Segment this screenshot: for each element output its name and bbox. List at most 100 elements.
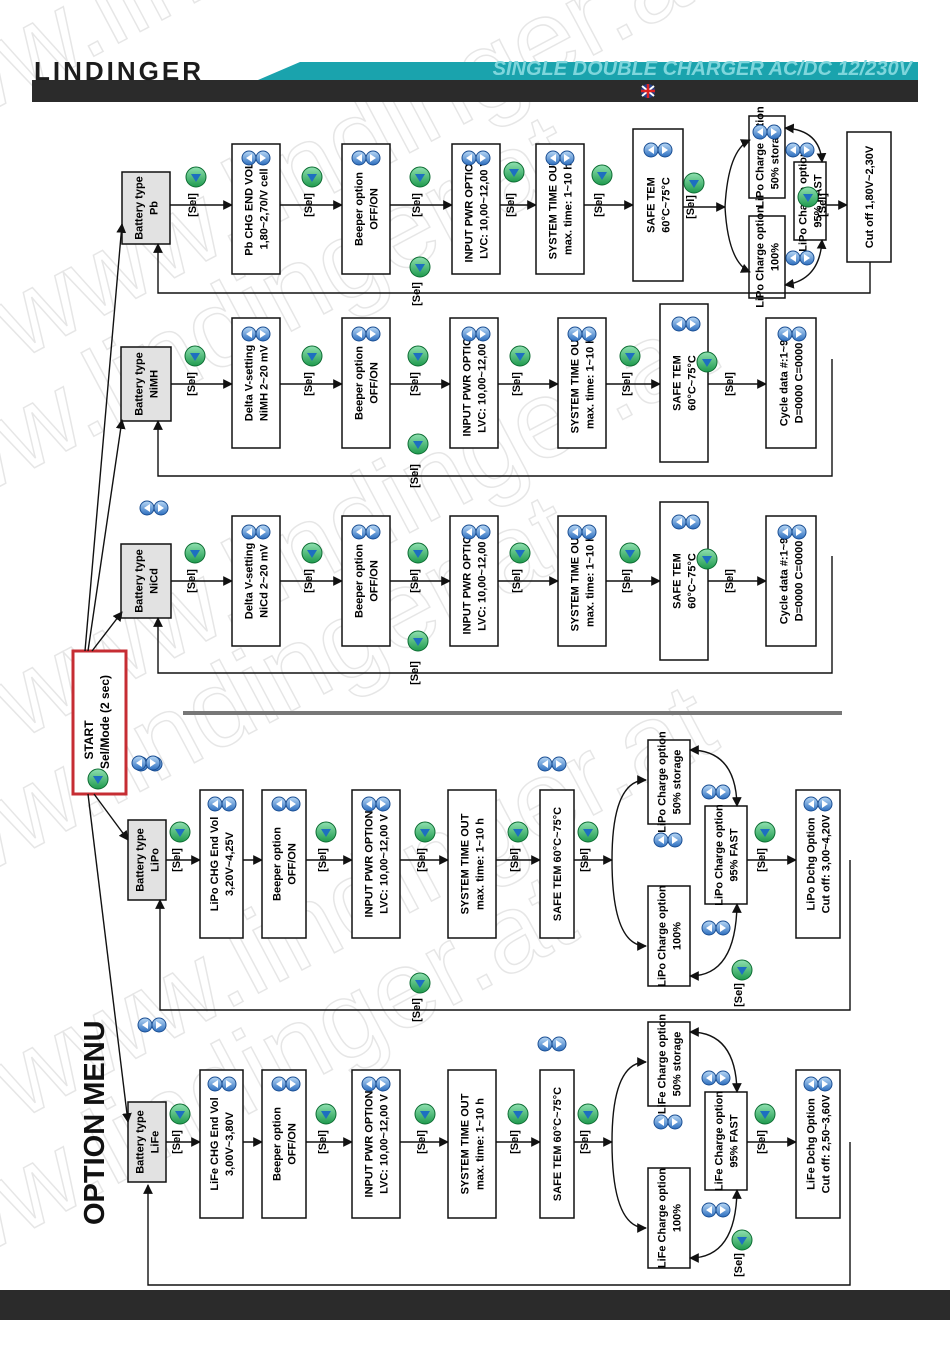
lr-buttons-icon[interactable] (545, 150, 575, 166)
lr-buttons-icon[interactable] (643, 142, 673, 158)
lr-buttons-icon[interactable] (361, 796, 391, 812)
box-pb-cut-off[interactable]: Cut off 1,80V~2,30V (846, 131, 892, 263)
down-button-icon[interactable] (509, 345, 531, 367)
down-button-icon[interactable] (185, 166, 207, 188)
lr-buttons-icon[interactable] (777, 326, 807, 342)
lr-buttons-icon[interactable] (671, 514, 701, 530)
down-button-icon[interactable] (409, 166, 431, 188)
lr-buttons-icon[interactable] (653, 832, 683, 848)
lr-buttons-icon[interactable] (567, 326, 597, 342)
lr-buttons-icon[interactable] (241, 150, 271, 166)
lr-buttons-icon[interactable] (777, 524, 807, 540)
down-button-icon[interactable] (315, 821, 337, 843)
down-button-icon[interactable] (797, 186, 819, 208)
lr-buttons-icon[interactable] (461, 524, 491, 540)
lr-buttons-icon[interactable] (567, 524, 597, 540)
down-button-icon[interactable] (619, 542, 641, 564)
lr-buttons-icon[interactable] (785, 250, 815, 266)
down-button-icon[interactable] (184, 542, 206, 564)
lr-buttons-icon[interactable] (537, 756, 567, 772)
down-button-icon[interactable] (503, 161, 525, 183)
lr-buttons-icon[interactable] (139, 500, 169, 516)
lr-buttons-icon[interactable] (351, 326, 381, 342)
down-button-icon[interactable] (301, 345, 323, 367)
down-button-icon[interactable] (409, 972, 431, 994)
down-button-icon[interactable] (87, 768, 109, 790)
down-button-icon[interactable] (407, 630, 429, 652)
lr-buttons-icon[interactable] (671, 316, 701, 332)
lr-buttons-icon[interactable] (701, 1202, 731, 1218)
down-button-icon[interactable] (591, 164, 613, 186)
lr-buttons-icon[interactable] (537, 1036, 567, 1052)
lr-buttons-icon[interactable] (207, 796, 237, 812)
lr-buttons-icon[interactable] (241, 524, 271, 540)
down-button-icon[interactable] (683, 172, 705, 194)
down-button-icon[interactable] (301, 166, 323, 188)
down-button-icon[interactable] (507, 1103, 529, 1125)
lr-buttons-icon[interactable] (653, 1114, 683, 1130)
lr-buttons-icon[interactable] (803, 796, 833, 812)
down-button-icon[interactable] (754, 821, 776, 843)
down-button-icon[interactable] (407, 542, 429, 564)
down-button-icon[interactable] (507, 821, 529, 843)
lr-buttons-icon[interactable] (361, 1076, 391, 1092)
down-button-icon[interactable] (577, 1103, 599, 1125)
down-button-icon[interactable] (409, 256, 431, 278)
lr-buttons-icon[interactable] (461, 150, 491, 166)
down-button-icon[interactable] (301, 542, 323, 564)
down-button-icon[interactable] (731, 1229, 753, 1251)
box-life-safe-tem[interactable]: SAFE TEM 60°C~75°C (539, 1069, 575, 1219)
lr-buttons-icon[interactable] (207, 1076, 237, 1092)
lr-buttons-icon[interactable] (752, 124, 782, 140)
lr-buttons-icon[interactable] (701, 920, 731, 936)
down-button-icon[interactable] (169, 1103, 191, 1125)
lr-buttons-icon[interactable] (241, 326, 271, 342)
down-button-icon[interactable] (414, 821, 436, 843)
lr-buttons-icon[interactable] (131, 755, 161, 771)
lr-buttons-icon[interactable] (803, 1076, 833, 1092)
down-button-icon[interactable] (184, 345, 206, 367)
down-button-icon[interactable] (315, 1103, 337, 1125)
lr-buttons-icon[interactable] (271, 796, 301, 812)
down-button-icon[interactable] (754, 1103, 776, 1125)
down-button-icon[interactable] (619, 345, 641, 367)
down-button-icon[interactable] (407, 433, 429, 455)
down-button-icon[interactable] (169, 821, 191, 843)
lr-buttons-icon[interactable] (701, 1070, 731, 1086)
down-button-icon[interactable] (407, 345, 429, 367)
down-button-icon[interactable] (414, 1103, 436, 1125)
down-button-icon[interactable] (696, 548, 718, 570)
